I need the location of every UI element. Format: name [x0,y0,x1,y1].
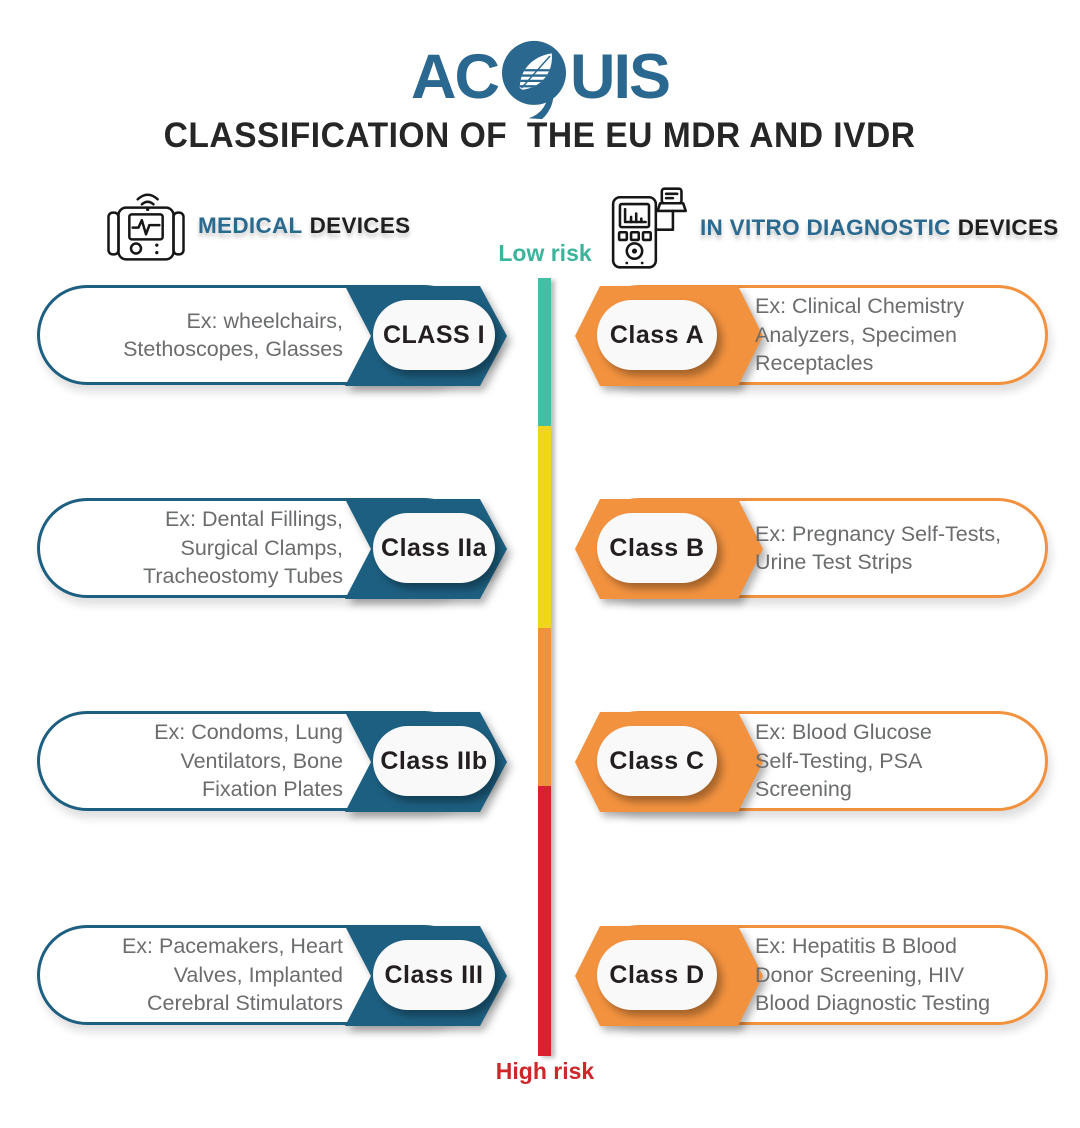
examples-text: Ex: Hepatitis B Blood Donor Screening, H… [755,934,991,1016]
leaf-q-icon [501,40,566,120]
risk-bar-segment-low [538,278,551,426]
class-badge: Class IIb [373,726,495,796]
diagnostic-reader-icon [611,187,688,269]
page-title: CLASSIFICATION OF THE EU MDR AND IVDR [164,116,916,155]
examples-text: Ex: Condoms, Lung Ventilators, Bone Fixa… [154,720,343,802]
logo-text-suffix: UIS [569,41,671,112]
mdr-class-row: Ex: wheelchairs, Stethoscopes, Glasses C… [35,284,510,388]
examples-text: Ex: wheelchairs, Stethoscopes, Glasses [123,308,343,361]
examples-text: Ex: Pregnancy Self-Tests, Urine Test Str… [755,521,1002,574]
header-label-secondary: DEVICES [957,215,1059,240]
class-badge: Class D [597,940,717,1010]
mdr-class-row: Ex: Condoms, Lung Ventilators, Bone Fixa… [35,710,510,814]
header-label-secondary: DEVICES [309,213,411,238]
risk-bar-segment-elevated [538,628,551,786]
ivdr-class-row: Class C Ex: Blood Glucose Self-Testing, … [575,710,1053,814]
class-badge: Class IIa [373,513,495,583]
class-badge: Class B [597,513,717,583]
risk-bar [538,278,551,1056]
low-risk-label: Low risk [498,240,592,266]
defibrillator-icon [107,193,185,261]
mdr-class-row: Ex: Dental Fillings, Surgical Clamps, Tr… [35,497,510,601]
class-badge: Class C [597,726,717,796]
high-risk-label: High risk [495,1058,595,1084]
examples-text: Ex: Blood Glucose Self-Testing, PSA Scre… [755,720,932,802]
examples-text: Ex: Clinical Chemistry Analyzers, Specim… [755,294,965,376]
ivdr-class-row: Class B Ex: Pregnancy Self-Tests, Urine … [575,497,1053,601]
ivdr-class-row: Class A Ex: Clinical Chemistry Analyzers… [575,284,1053,388]
class-badge: CLASS I [373,300,495,370]
mdr-class-row: Ex: Pacemakers, Heart Valves, Implanted … [35,924,510,1028]
risk-bar-segment-medium [538,426,551,628]
class-badge: Class A [597,300,717,370]
logo-text-prefix: AC [410,41,500,112]
examples-text: Ex: Pacemakers, Heart Valves, Implanted … [121,934,343,1016]
logo-acquis: AC UIS [0,34,1080,120]
ivdr-class-row: Class D Ex: Hepatitis B Blood Donor Scre… [575,924,1053,1028]
header-label-primary: MEDICAL [198,213,303,238]
class-badge: Class III [373,940,495,1010]
header-label-primary: IN VITRO DIAGNOSTIC [700,215,951,240]
risk-bar-segment-high [538,786,551,1056]
examples-text: Ex: Dental Fillings, Surgical Clamps, Tr… [143,507,343,589]
